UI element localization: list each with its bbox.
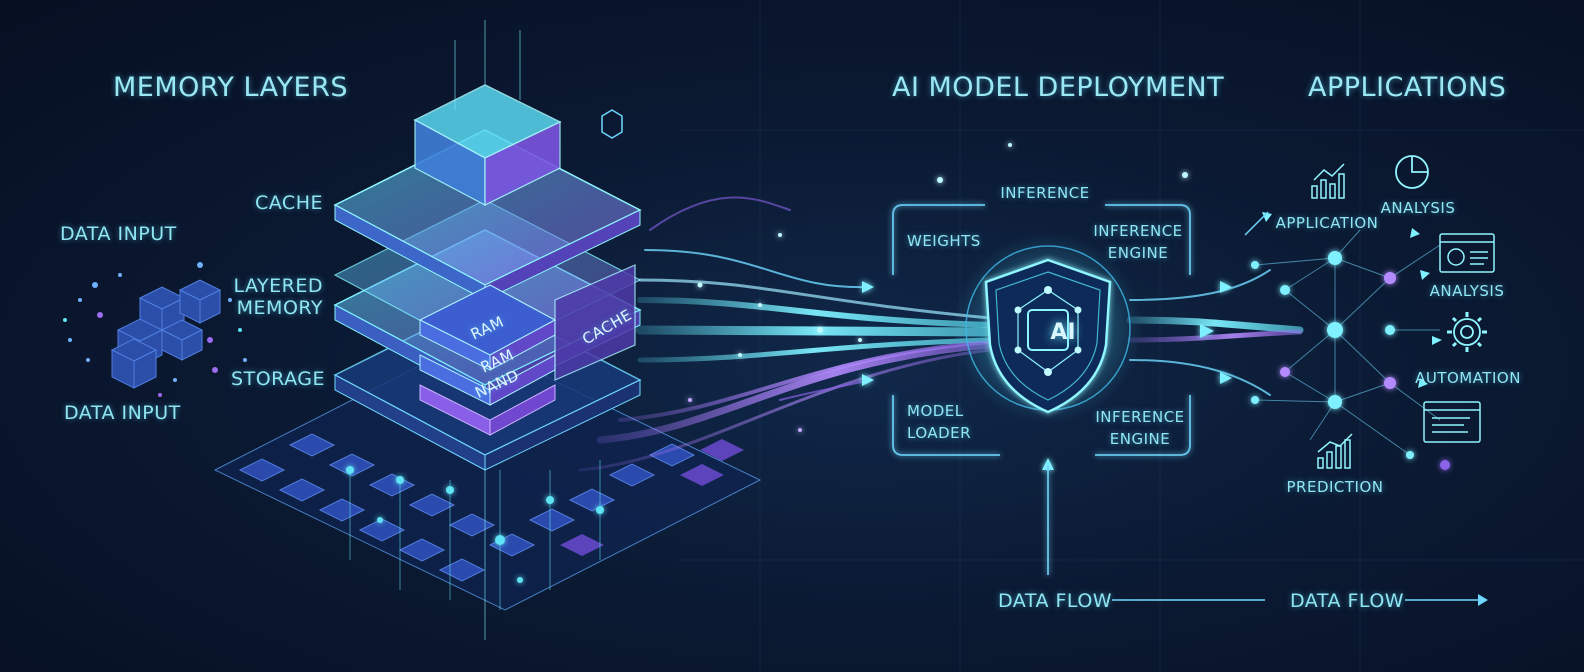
shield-icon bbox=[953, 233, 1143, 423]
ai-core-label: AI bbox=[1050, 320, 1076, 345]
inference-label: INFERENCE bbox=[1000, 184, 1090, 202]
weights-label: WEIGHTS bbox=[907, 232, 981, 250]
neural-network-icon bbox=[1014, 286, 1082, 376]
data-flow-label-right: DATA FLOW bbox=[1290, 590, 1405, 612]
memory-stack bbox=[333, 20, 642, 640]
prediction-label: PREDICTION bbox=[1286, 478, 1384, 496]
cube-icon bbox=[110, 279, 222, 389]
model-loader-label: MODEL LOADER bbox=[907, 402, 972, 442]
prediction-chart-icon bbox=[1317, 433, 1353, 469]
applications-heading: APPLICATIONS bbox=[1308, 72, 1507, 103]
memory-base-grid bbox=[213, 339, 762, 611]
application-label: APPLICATION bbox=[1275, 214, 1379, 232]
background-grid bbox=[680, 0, 1584, 672]
storage-label: STORAGE bbox=[231, 368, 325, 390]
analysis-mid-label: ANALYSIS bbox=[1429, 282, 1505, 300]
inference-engine-bottom-label: INFERENCE ENGINE bbox=[1095, 408, 1185, 448]
gear-icon bbox=[1447, 312, 1487, 352]
layered-memory-label: LAYERED MEMORY bbox=[233, 275, 323, 319]
inference-engine-top-label: INFERENCE ENGINE bbox=[1093, 222, 1183, 262]
memory-layers-heading: MEMORY LAYERS bbox=[113, 72, 348, 103]
analysis-top-label: ANALYSIS bbox=[1380, 199, 1456, 217]
data-flow-streams bbox=[578, 196, 1304, 472]
application-network bbox=[1244, 211, 1450, 470]
arrow-icon bbox=[862, 281, 1232, 470]
automation-label: AUTOMATION bbox=[1415, 369, 1521, 387]
cache-label: CACHE bbox=[255, 192, 323, 214]
monitor-icon bbox=[1423, 401, 1481, 443]
deployment-frame bbox=[892, 204, 1191, 575]
data-flow-label-left: DATA FLOW bbox=[998, 590, 1113, 612]
bar-chart-icon bbox=[1311, 163, 1345, 199]
dashboard-icon bbox=[1439, 233, 1495, 273]
data-input-label-top: DATA INPUT bbox=[60, 223, 177, 245]
data-particles bbox=[63, 262, 247, 397]
data-flow-arrow bbox=[1112, 594, 1488, 606]
pie-chart-icon bbox=[1395, 155, 1429, 189]
flow-sparks bbox=[688, 143, 1188, 432]
ai-model-deployment-heading: AI MODEL DEPLOYMENT bbox=[892, 72, 1225, 103]
data-input-label-bottom: DATA INPUT bbox=[64, 402, 181, 424]
